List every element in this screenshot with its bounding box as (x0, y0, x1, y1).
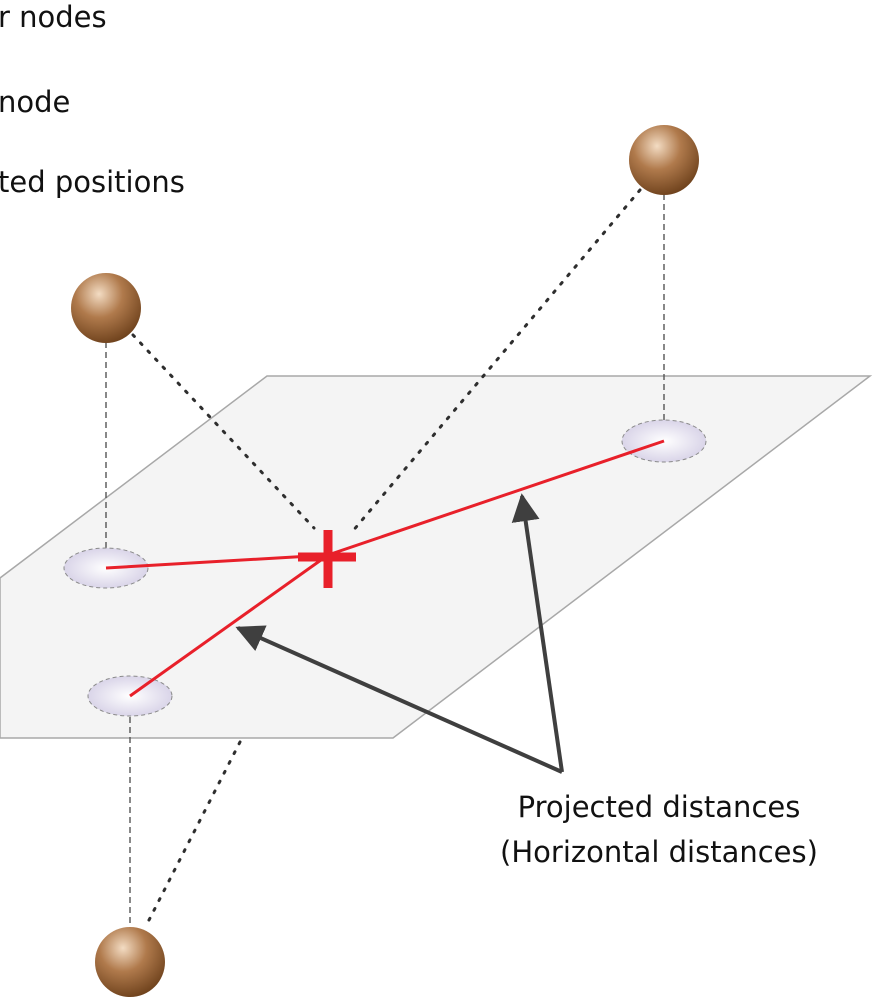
dotted-line-left-node (131, 333, 316, 530)
node-sphere-right (629, 125, 699, 195)
horizontal-plane (0, 375, 873, 739)
legend-item-other-nodes: r nodes (0, 0, 107, 34)
annotation-line-1: Projected distances (518, 790, 801, 824)
node-sphere-bottom (95, 927, 165, 997)
projected-distance-left (105, 553, 329, 570)
dotted-line-right-node (350, 188, 642, 534)
estimated-position-cross-icon (298, 530, 356, 588)
annotation-line-2: (Horizontal distances) (500, 835, 818, 869)
legend-item-projected-positions: ted positions (0, 165, 185, 199)
arrow-to-right-distance (511, 493, 564, 773)
projected-distance-bottom (129, 553, 329, 698)
projected-distance-right (327, 439, 665, 557)
arrow-to-bottom-distance (235, 625, 563, 774)
legend-item-node: node (0, 85, 70, 119)
node-sphere-left (71, 273, 141, 343)
dotted-line-bottom-node (146, 740, 242, 924)
